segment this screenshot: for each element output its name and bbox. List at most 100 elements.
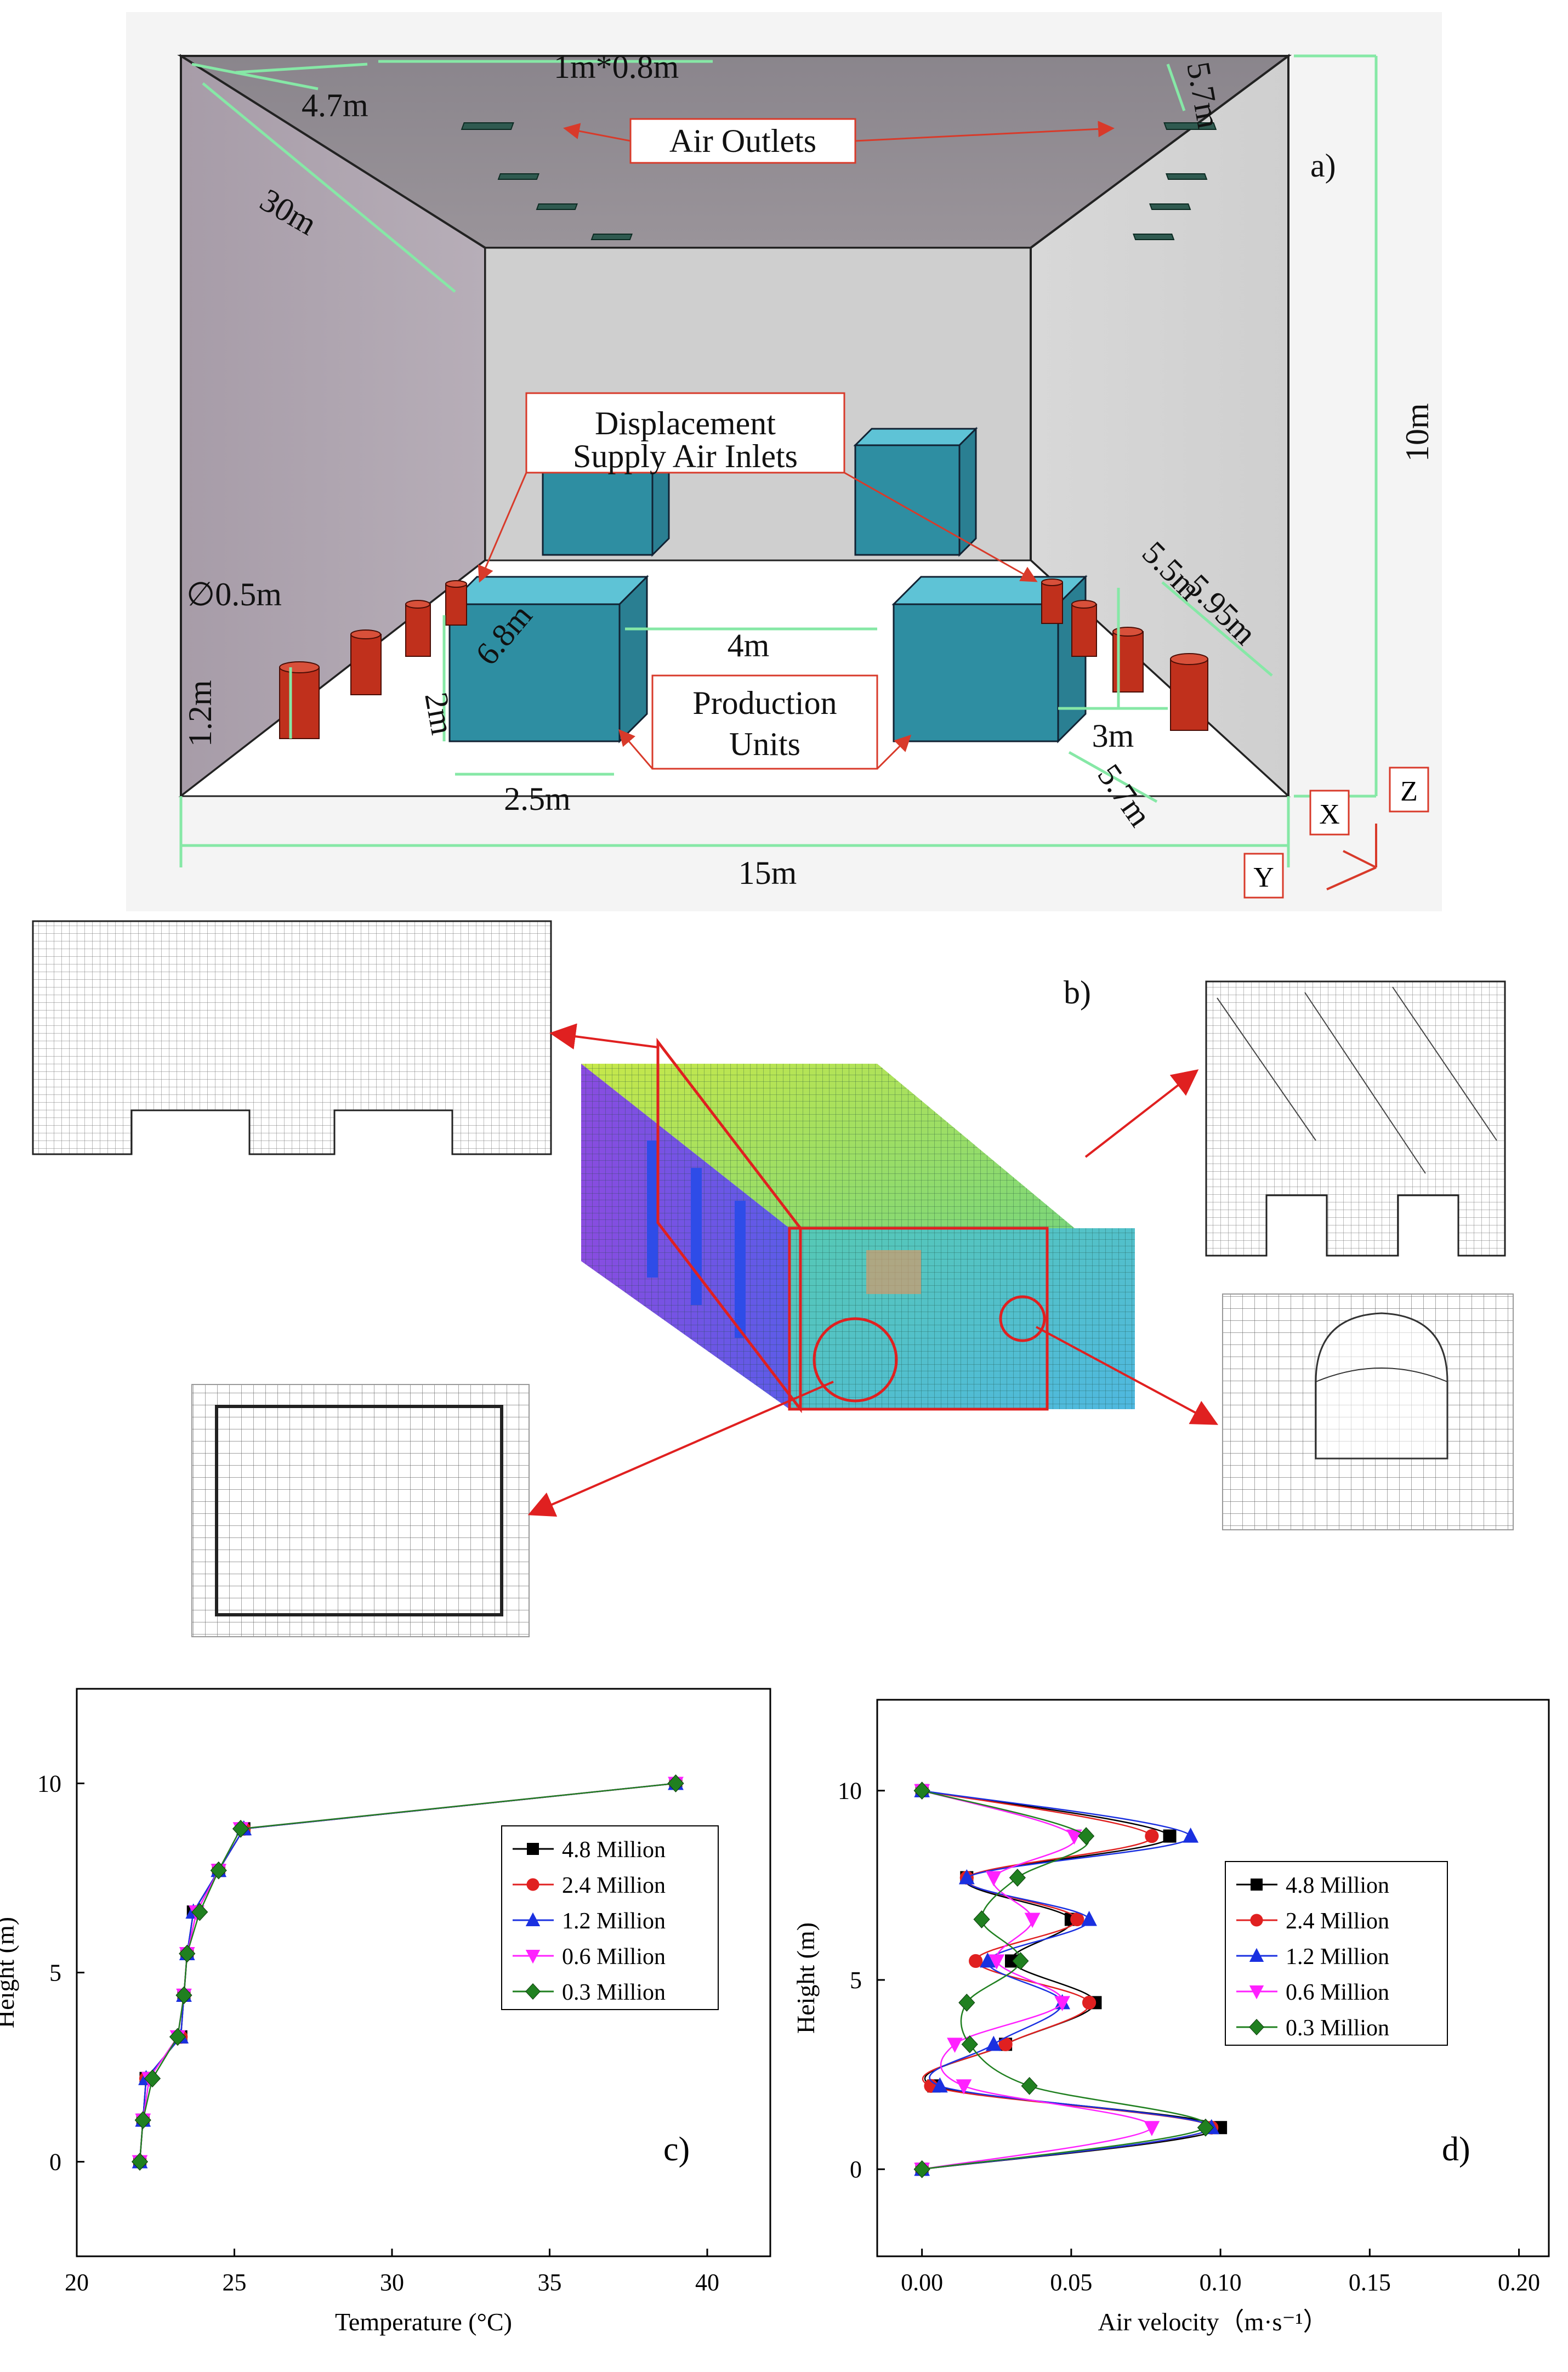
data-point <box>956 2079 972 2095</box>
dim-15m: 15m <box>738 855 797 891</box>
data-point <box>1145 1829 1159 1843</box>
series-4 <box>131 1774 684 2171</box>
data-point <box>961 2035 978 2053</box>
dim-4m: 4m <box>728 627 770 663</box>
mesh-inset-side-section <box>1205 980 1506 1257</box>
data-point <box>958 1994 975 2012</box>
displacement-label-1: Displacement <box>595 405 776 441</box>
mesh-inset-inlet-cylinder <box>1222 1293 1514 1530</box>
panel-label: c) <box>663 2131 690 2168</box>
data-point <box>947 2038 963 2053</box>
axis-y-label: Y <box>1253 862 1274 893</box>
x-tick-label: 30 <box>380 2269 404 2296</box>
panel-b-mesh: b) <box>32 920 1514 1637</box>
series-line <box>922 1790 1153 2170</box>
data-point <box>1082 1995 1097 2010</box>
x-tick-label: 20 <box>65 2269 89 2296</box>
legend-box <box>501 1825 719 2010</box>
production-unit-front-right <box>891 575 1088 744</box>
x-tick-label: 0.15 <box>1349 2269 1391 2296</box>
data-point <box>1163 1829 1177 1843</box>
data-point <box>210 1861 227 1880</box>
legend-marker <box>1251 1879 1263 1891</box>
dim-1-2m: 1.2m <box>182 680 218 747</box>
legend-label: 1.2 Million <box>1286 1944 1389 1970</box>
data-point <box>985 2035 1002 2051</box>
legend-label: 2.4 Million <box>1286 1909 1389 1934</box>
data-point <box>1054 1996 1070 2011</box>
data-point <box>232 1819 249 1838</box>
x-axis-label: Air velocity（m·s⁻¹） <box>1098 2308 1328 2336</box>
legend-label: 4.8 Million <box>1286 1873 1389 1898</box>
series-3 <box>914 1784 1160 2178</box>
data-point <box>131 2153 149 2171</box>
data-point <box>1021 2076 1038 2095</box>
data-point <box>958 1869 975 1885</box>
axis-z-label: Z <box>1400 776 1418 807</box>
series-line <box>922 1790 1222 2170</box>
data-point <box>1066 1829 1082 1845</box>
dim-10m: 10m <box>1399 403 1435 462</box>
legend-label: 2.4 Million <box>562 1873 666 1898</box>
panel-label: d) <box>1442 2131 1470 2168</box>
data-point <box>913 2160 930 2178</box>
mesh-inset-cross-section <box>32 920 552 1155</box>
data-point <box>191 1903 208 1921</box>
dim-outlet-size: 1m*0.8m <box>554 49 679 85</box>
data-point <box>169 2028 186 2046</box>
data-point <box>988 1954 1005 1970</box>
dim-2-5m: 2.5m <box>504 781 571 817</box>
mesh-inset-unit-footprint <box>191 1384 530 1637</box>
x-tick-label: 35 <box>538 2269 562 2296</box>
data-point <box>1012 1952 1029 1970</box>
data-point <box>980 1952 996 1968</box>
data-point <box>985 1871 1002 1887</box>
production-label-2: Units <box>729 726 800 762</box>
series-4 <box>913 1781 1214 2178</box>
data-point <box>175 1986 192 2005</box>
data-point <box>973 1910 990 1928</box>
panel-a-room-geometry: Air Outlets Displacement Supply Air Inle… <box>126 12 1442 911</box>
y-tick-label: 0 <box>850 2156 862 2183</box>
data-point <box>1070 1912 1084 1927</box>
data-point <box>1078 1827 1095 1845</box>
dim-0-5m: ∅0.5m <box>186 576 282 612</box>
air-outlets-box <box>629 118 856 164</box>
production-unit-front-left <box>447 575 649 744</box>
x-tick-label: 25 <box>223 2269 247 2296</box>
data-point <box>179 1944 196 1963</box>
production-box <box>651 674 878 770</box>
data-point <box>1009 1869 1026 1887</box>
dim-3m: 3m <box>1092 718 1134 754</box>
x-tick-label: 0.20 <box>1498 2269 1540 2296</box>
axis-x-label: X <box>1319 799 1340 830</box>
legend-marker <box>1249 2018 1264 2036</box>
data-point <box>998 2037 1013 2051</box>
supply-air-inlet-cylinders <box>279 578 1208 739</box>
y-tick-label: 5 <box>49 1960 61 1987</box>
legend-marker <box>526 1878 539 1891</box>
legend-marker <box>527 1843 539 1855</box>
legend: 4.8 Million 2.4 Million 1.2 Million 0.6 Mil… <box>1225 1861 1448 2046</box>
x-tick-label: 0.10 <box>1200 2269 1242 2296</box>
data-point <box>931 2077 948 2093</box>
panel-b-label: b) <box>1064 974 1091 1011</box>
data-point <box>913 1781 930 1800</box>
legend-label: 0.6 Million <box>1286 1980 1389 2005</box>
x-axis-label: Temperature (°C) <box>335 2308 512 2336</box>
production-unit-back-right <box>853 427 978 557</box>
mesh-callout-arrows <box>527 1023 1219 1517</box>
panel-a-label: a) <box>1310 147 1336 184</box>
air-outlets-label: Air Outlets <box>669 123 816 159</box>
dimension-lines <box>179 54 1378 867</box>
data-point <box>1197 2118 1214 2137</box>
mesh-3d-model <box>581 1037 1135 1414</box>
y-tick-label: 10 <box>37 1771 61 1797</box>
data-point <box>667 1774 684 1792</box>
axis-indicator: X Z Y <box>1243 767 1429 899</box>
data-point <box>1144 2121 1160 2136</box>
displacement-box <box>525 392 845 474</box>
